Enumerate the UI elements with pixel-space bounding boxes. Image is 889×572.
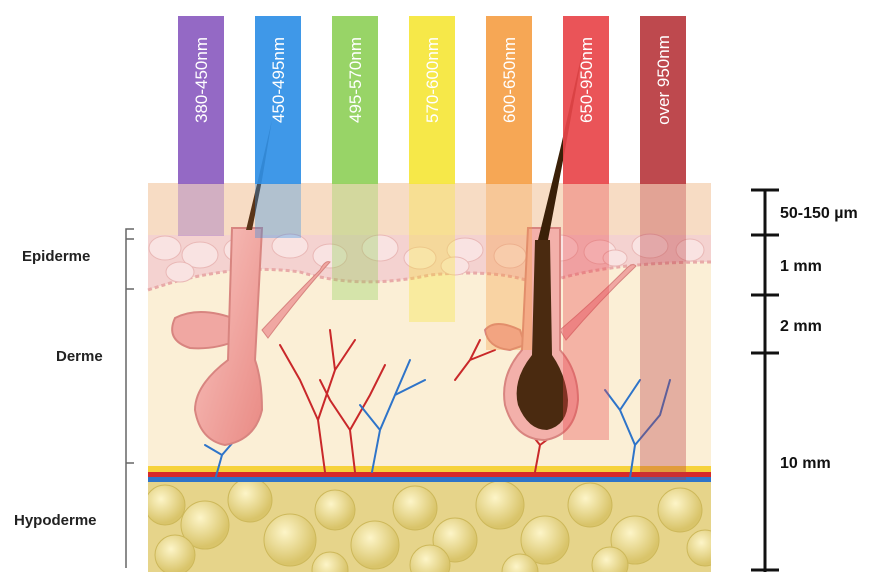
fat-globule	[264, 514, 316, 566]
epidermis-cell	[149, 236, 181, 260]
fat-globule	[658, 488, 702, 532]
fat-globule	[155, 535, 195, 572]
label-dermis: Derme	[56, 348, 103, 365]
wavelength-band: 495-570nm	[332, 16, 378, 300]
band-penetration	[486, 184, 532, 350]
band-penetration	[255, 184, 301, 238]
band-label: over 950nm	[654, 35, 673, 125]
band-penetration	[178, 184, 224, 236]
depth-scale	[745, 185, 785, 572]
fat-globule	[145, 485, 185, 525]
band-label: 650-950nm	[577, 37, 596, 123]
blood-vessel-bands	[148, 466, 711, 482]
vein-band	[148, 477, 711, 482]
wavelength-band: 570-600nm	[409, 16, 455, 322]
wavelength-band: 650-950nm	[563, 16, 609, 440]
wavelength-band: over 950nm	[640, 16, 686, 480]
band-penetration	[332, 184, 378, 300]
depth-dermis: 2 mm	[780, 318, 822, 336]
wavelength-band: 450-495nm	[255, 16, 301, 238]
depth-hypodermis: 10 mm	[780, 455, 831, 473]
yellow-band	[148, 466, 711, 472]
band-penetration	[563, 184, 609, 440]
band-label: 570-600nm	[423, 37, 442, 123]
label-epidermis: Epiderme	[22, 248, 90, 265]
fat-globule	[687, 530, 723, 566]
depth-epidermis: 1 mm	[780, 258, 822, 276]
fat-globule	[351, 521, 399, 569]
band-label: 495-570nm	[346, 37, 365, 123]
band-label: 600-650nm	[500, 37, 519, 123]
band-label: 450-495nm	[269, 37, 288, 123]
band-label: 380-450nm	[192, 37, 211, 123]
fat-globule	[393, 486, 437, 530]
wavelength-band: 380-450nm	[178, 16, 224, 236]
band-penetration	[409, 184, 455, 322]
label-hypodermis: Hypoderme	[14, 512, 97, 529]
artery-band	[148, 472, 711, 477]
fat-globule	[315, 490, 355, 530]
fat-globule	[476, 481, 524, 529]
wavelength-band: 600-650nm	[486, 16, 532, 350]
fat-globule	[228, 478, 272, 522]
fat-globule	[568, 483, 612, 527]
depth-stratum-corneum: 50-150 µm	[780, 205, 858, 223]
epidermis-cell	[166, 262, 194, 282]
band-penetration	[640, 184, 686, 480]
layer-bracket	[120, 225, 140, 572]
